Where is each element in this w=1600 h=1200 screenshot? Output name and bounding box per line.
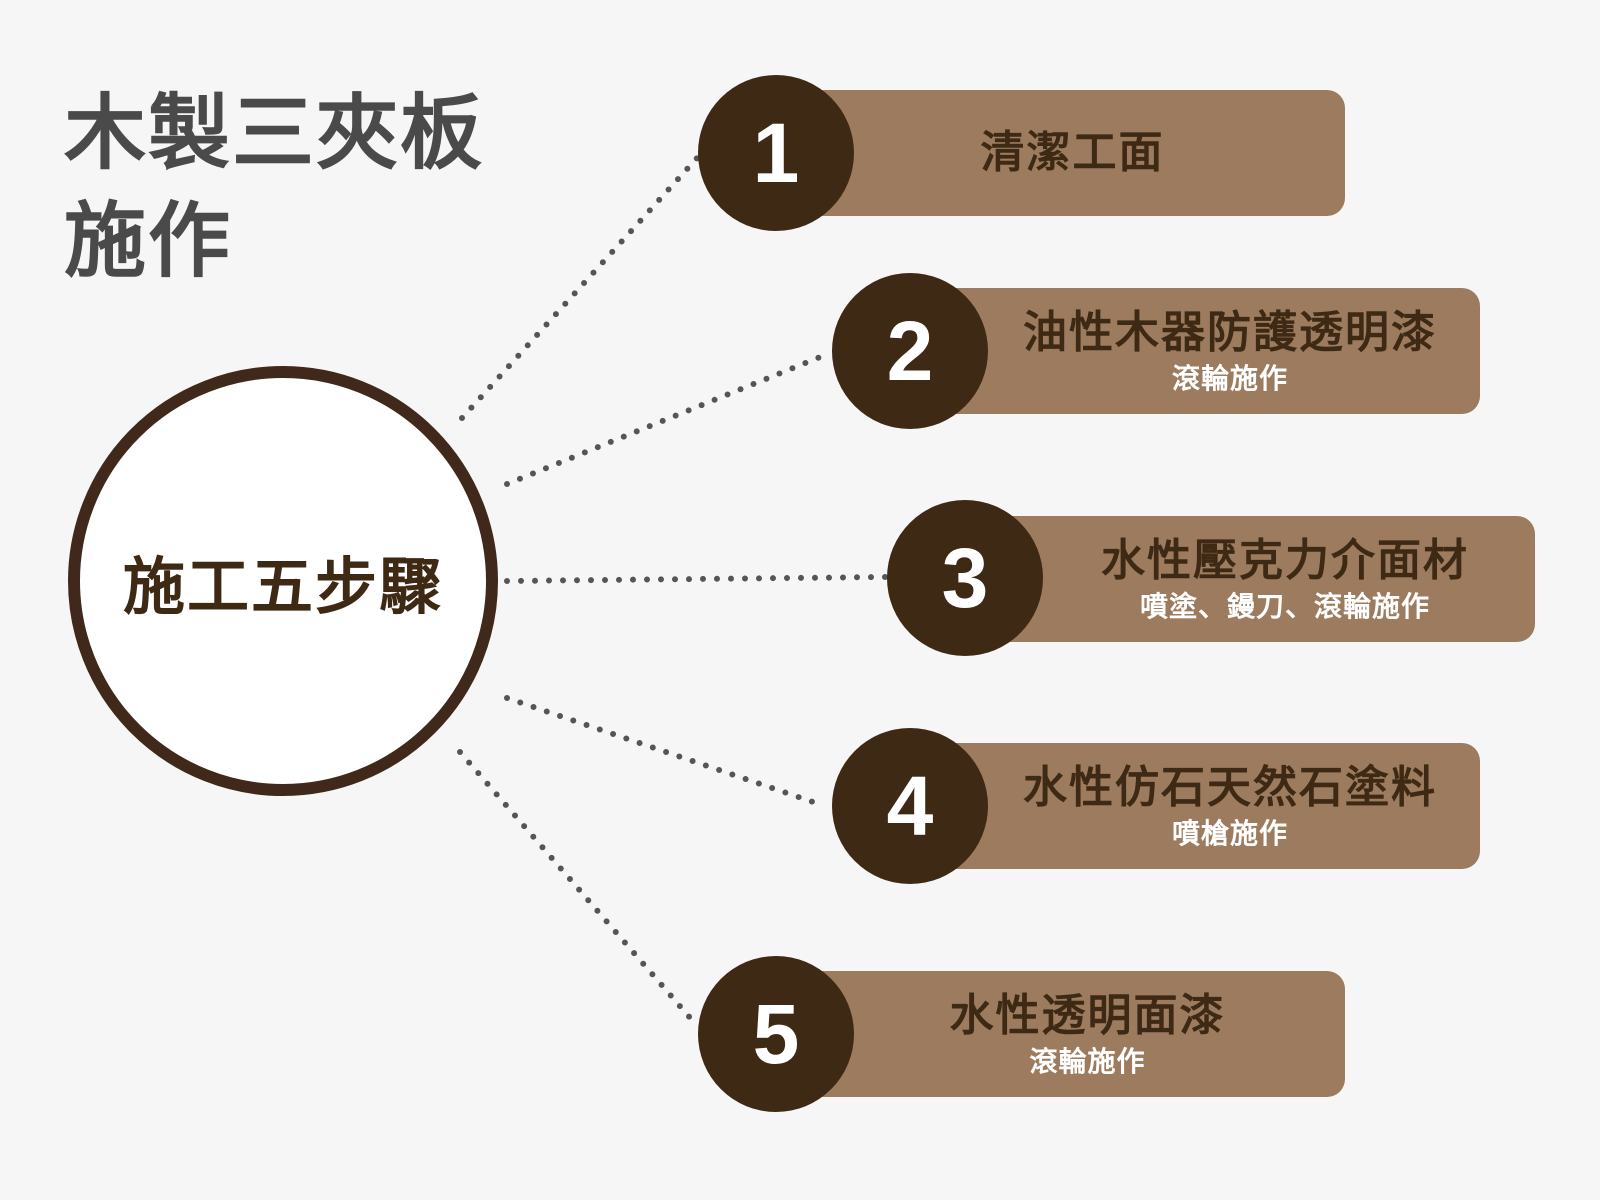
connector-4 <box>504 695 825 808</box>
page-title: 木製三夾板 施作 <box>64 80 484 296</box>
step-5-number: 5 <box>698 956 854 1112</box>
title-line-1: 木製三夾板 <box>64 86 485 181</box>
step-title: 清潔工面 <box>980 127 1165 178</box>
connector-5 <box>457 749 701 1030</box>
step-title: 水性仿石天然石塗料 <box>1023 762 1437 813</box>
step-subtitle: 滾輪施作 <box>1029 1045 1146 1078</box>
step-1-number: 1 <box>698 75 854 231</box>
step-subtitle: 噴塗、鏝刀、滾輪施作 <box>1139 590 1430 623</box>
step-title: 水性壓克力介面材 <box>1101 535 1469 586</box>
step-subtitle: 噴槍施作 <box>1171 817 1288 850</box>
step-4-number: 4 <box>832 728 988 884</box>
step-5-bar: 水性透明面漆 滾輪施作 <box>800 971 1345 1097</box>
step-2-number: 2 <box>832 273 988 429</box>
step-3-number: 3 <box>887 500 1043 656</box>
step-3-bar: 水性壓克力介面材 噴塗、鏝刀、滾輪施作 <box>995 516 1535 642</box>
hub-label: 施工五步驟 <box>122 550 443 623</box>
step-2-bar: 油性木器防護透明漆 滾輪施作 <box>940 288 1480 414</box>
title-line-2: 施作 <box>64 194 233 289</box>
connector-2 <box>504 350 833 487</box>
step-title: 水性透明面漆 <box>949 990 1226 1041</box>
connector-1 <box>459 154 701 421</box>
step-1-bar: 清潔工面 <box>800 90 1345 216</box>
hub-circle: 施工五步驟 <box>68 366 498 796</box>
connector-3 <box>504 574 888 584</box>
step-title: 油性木器防護透明漆 <box>1023 307 1437 358</box>
step-subtitle: 滾輪施作 <box>1171 362 1288 395</box>
step-4-bar: 水性仿石天然石塗料 噴槍施作 <box>940 743 1480 869</box>
